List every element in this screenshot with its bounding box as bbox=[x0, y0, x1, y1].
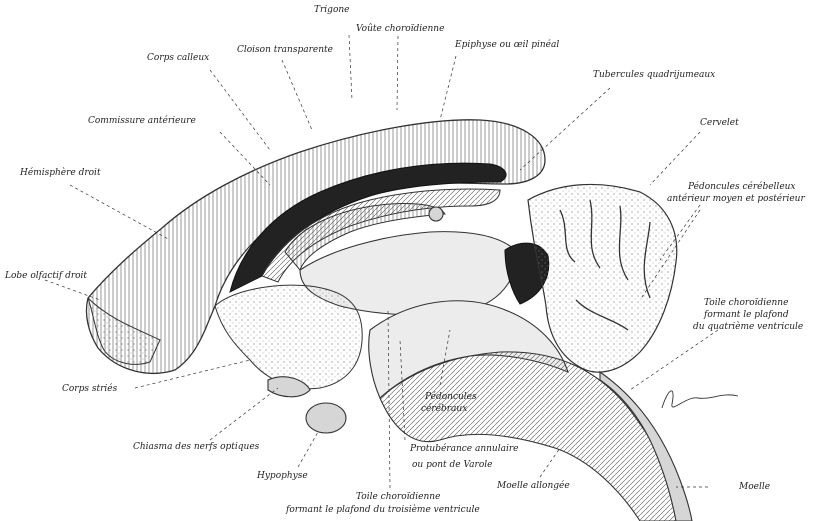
label-pedoncules-cerebelleux-1: Pédoncules cérébelleux bbox=[688, 182, 796, 193]
label-toile-troisieme-1: Toile choroïdienne bbox=[356, 492, 440, 503]
label-toile-quatrieme-3: du quatrième ventricule bbox=[693, 322, 803, 333]
label-trigone: Trigone bbox=[314, 5, 350, 16]
label-pedoncules-cerebraux-2: cérébraux bbox=[421, 404, 467, 415]
label-voute-choroidienne: Voûte choroïdienne bbox=[356, 24, 444, 35]
label-cloison-transparente: Cloison transparente bbox=[237, 45, 333, 56]
label-protuberance-1: Protubérance annulaire bbox=[410, 444, 518, 455]
label-epiphyse: Epiphyse ou œil pinéal bbox=[455, 40, 559, 51]
label-hypophyse: Hypophyse bbox=[257, 471, 308, 482]
corpus-striatum-shape bbox=[215, 285, 362, 389]
hypophysis-shape bbox=[306, 403, 346, 433]
label-pedoncules-cerebraux-1: Pédoncules bbox=[425, 392, 477, 403]
label-hemisphere-droit: Hémisphère droit bbox=[20, 168, 101, 179]
label-lobe-olfactif: Lobe olfactif droit bbox=[5, 271, 87, 282]
label-chiasma: Chiasma des nerfs optiques bbox=[133, 442, 259, 453]
label-moelle-allongee: Moelle allongée bbox=[497, 481, 570, 492]
label-pedoncules-cerebelleux-2: antérieur moyen et postérieur bbox=[667, 194, 805, 205]
label-corps-stries: Corps striés bbox=[62, 384, 117, 395]
label-protuberance-2: ou pont de Varole bbox=[412, 460, 492, 471]
label-tubercules-quadrijumeaux: Tubercules quadrijumeaux bbox=[593, 70, 715, 81]
pineal-shape bbox=[429, 207, 443, 221]
label-toile-quatrieme-1: Toile choroïdienne bbox=[704, 298, 788, 309]
label-toile-troisieme-2: formant le plafond du troisième ventricu… bbox=[286, 505, 480, 516]
label-commissure-anterieure: Commissure antérieure bbox=[88, 116, 196, 127]
label-moelle: Moelle bbox=[739, 482, 770, 493]
label-cervelet: Cervelet bbox=[700, 118, 739, 129]
label-toile-quatrieme-2: formant le plafond bbox=[704, 310, 789, 321]
label-corps-calleux: Corps calleux bbox=[147, 53, 209, 64]
signature-flourish bbox=[662, 391, 738, 408]
